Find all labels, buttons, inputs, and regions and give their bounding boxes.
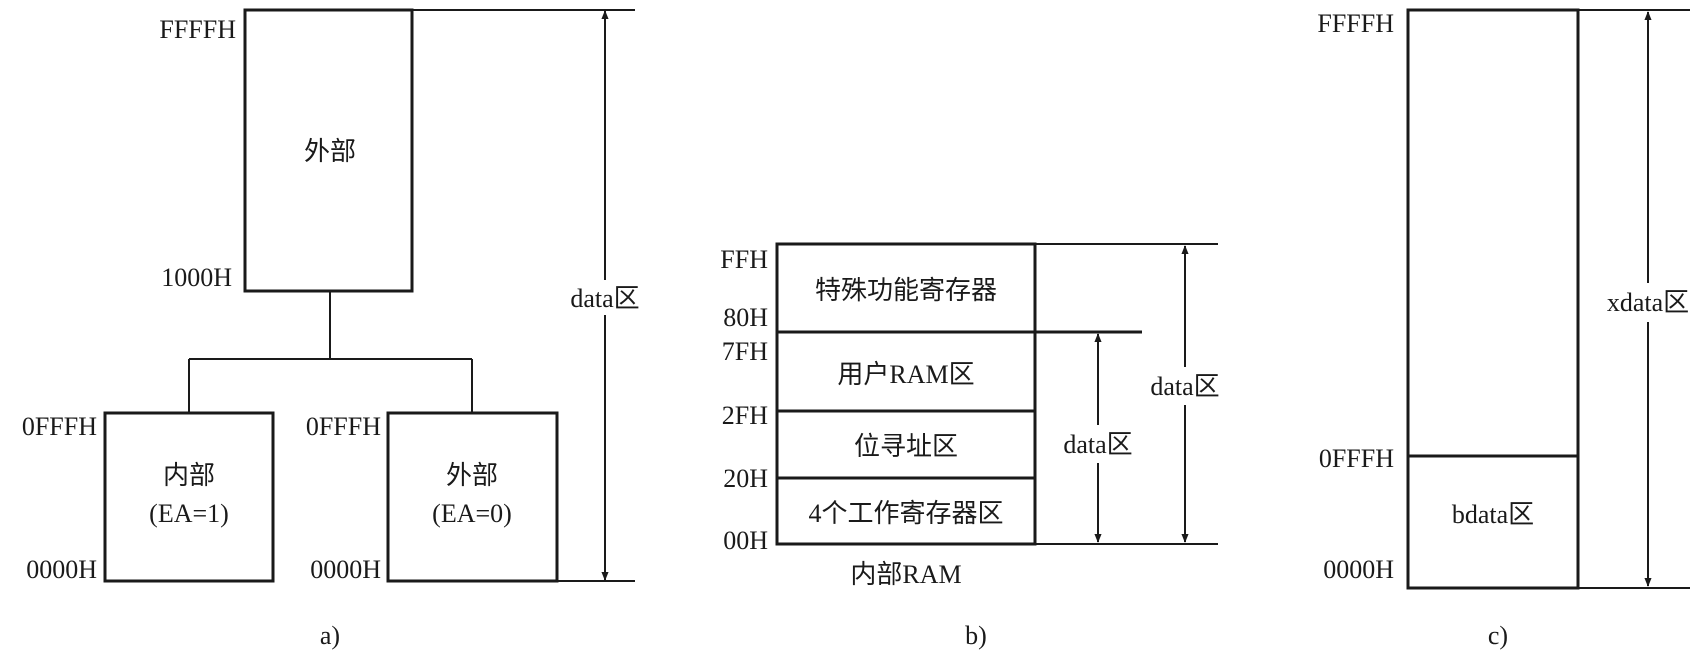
data-range-label: data区 xyxy=(570,284,639,313)
right-addr-0000-label: 0000H xyxy=(310,555,381,584)
external-low-memory-block xyxy=(386,411,559,583)
internal-memory-block xyxy=(103,411,275,583)
addr-20-label: 20H xyxy=(723,464,768,493)
inner-data-range-label: data区 xyxy=(1063,430,1132,459)
panel-a: 外部 FFFFH 1000H 内部 (EA=1) 0FFFH 0000H 外部 … xyxy=(22,8,640,650)
addr-2f-label: 2FH xyxy=(722,401,768,430)
addr-0000-label-c: 0000H xyxy=(1323,555,1394,584)
caption-a: a) xyxy=(320,621,340,650)
left-addr-0000-label: 0000H xyxy=(26,555,97,584)
segment-user-ram: 用户RAM区 xyxy=(837,360,974,389)
addr-ff-label: FFH xyxy=(720,245,768,274)
addr-80-label: 80H xyxy=(723,303,768,332)
external-low-block-title: 外部 xyxy=(446,461,498,490)
outer-data-range-label: data区 xyxy=(1150,372,1219,401)
addr-1000-label: 1000H xyxy=(161,263,232,292)
external-block-label: 外部 xyxy=(304,137,356,166)
caption-c: c) xyxy=(1488,621,1508,650)
internal-block-subtitle: (EA=1) xyxy=(149,499,229,528)
addr-ffff-label-c: FFFFH xyxy=(1317,9,1394,38)
internal-block-title: 内部 xyxy=(163,461,215,490)
xdata-memory-block xyxy=(1406,8,1580,590)
addr-00-label: 00H xyxy=(723,526,768,555)
caption-b: b) xyxy=(965,621,987,650)
panel-b: 特殊功能寄存器 用户RAM区 位寻址区 4个工作寄存器区 FFH 80H 7FH… xyxy=(720,242,1220,650)
segment-bdata: bdata区 xyxy=(1452,500,1534,529)
addr-ffff-label: FFFFH xyxy=(159,15,236,44)
panel-c: bdata区 FFFFH 0FFFH 0000H xdata区 c) xyxy=(1317,8,1690,650)
external-low-block-subtitle: (EA=0) xyxy=(432,499,512,528)
internal-ram-block xyxy=(775,242,1037,546)
addr-0fff-label-c: 0FFFH xyxy=(1319,444,1394,473)
left-addr-0fff-label: 0FFFH xyxy=(22,412,97,441)
addr-7f-label: 7FH xyxy=(722,337,768,366)
right-addr-0fff-label: 0FFFH xyxy=(306,412,381,441)
external-memory-block xyxy=(243,8,414,293)
internal-ram-label: 内部RAM xyxy=(850,560,961,589)
xdata-range-label: xdata区 xyxy=(1607,288,1689,317)
segment-sfr: 特殊功能寄存器 xyxy=(815,276,997,305)
segment-bit-addressable: 位寻址区 xyxy=(854,432,958,461)
segment-working-registers: 4个工作寄存器区 xyxy=(808,499,1003,528)
